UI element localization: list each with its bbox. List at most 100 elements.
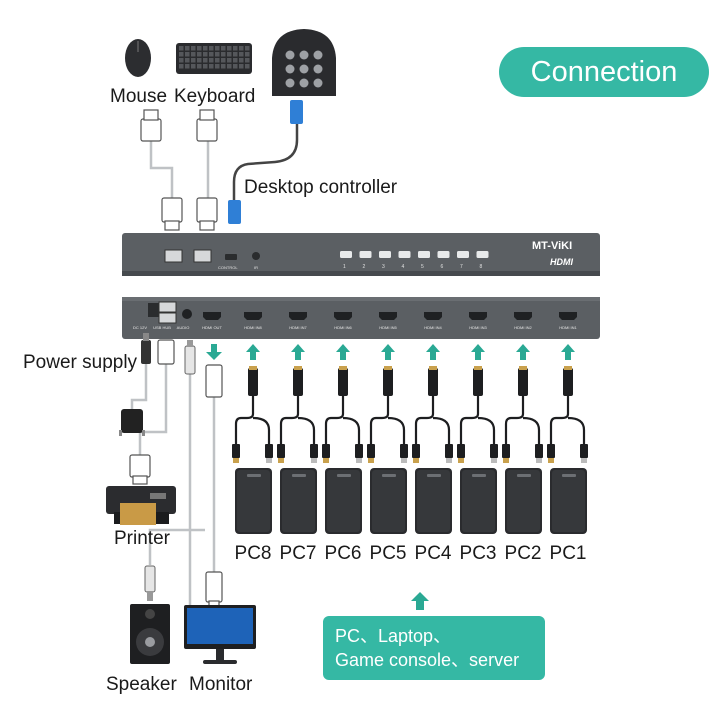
hdmi-plug-icon [563,368,573,396]
compatible-devices-box: PC、Laptop、 Game console、server ... [323,616,545,694]
hdmi-plug-icon [518,368,528,396]
pc-label-pc8: PC8 [234,543,272,564]
usb-plug-icon [140,109,218,231]
hdmi-port-icon [203,312,221,320]
devices-line-2: Game console、server ... [335,650,520,694]
hdmi-logo: HDMI [550,257,573,267]
usb-cables [149,140,210,200]
select-button-7 [457,251,469,258]
hdmi-plug-icon [383,368,393,396]
rear-port-label: AUDIO [176,325,190,330]
control-port-label: CONTROL [218,265,238,270]
select-button-5 [418,251,430,258]
pc-connection-pc6 [322,344,363,534]
pc-connection-pc8 [232,344,273,534]
select-button-4 [398,251,411,258]
rear-port-label: HDMI IN5 [379,325,397,330]
controller-label: Desktop controller [244,177,398,198]
hdmi-port-icon [379,312,397,320]
pc-label-pc2: PC2 [504,543,542,564]
controller-cable [232,108,299,205]
pc-label-pc3: PC3 [459,543,497,564]
up-arrow-icon [471,344,485,360]
up-arrow-icon [426,344,440,360]
kvm-front-panel [122,233,600,276]
hdmi-port-icon [334,312,352,320]
select-button-2 [359,251,372,258]
rear-port-label: HDMI IN7 [289,325,307,330]
up-arrow-icon [291,344,305,360]
select-button-number: 3 [382,264,385,270]
hdmi-port-icon [424,312,442,320]
select-button-number: 8 [479,264,483,270]
hdmi-plug-icon [248,368,258,396]
select-button-number: 7 [460,264,463,270]
printer-icon [106,486,176,525]
pc-connection-pc2 [502,344,543,534]
devices-line-1: PC、Laptop、 [335,626,452,646]
power-supply-label: Power supply [23,352,138,373]
hdmi-plug-icon [338,368,348,396]
mouse-icon [125,39,151,77]
pc-label-pc1: PC1 [549,543,587,564]
select-button-number: 5 [421,264,424,270]
mouse-label: Mouse [110,86,168,107]
rear-port-label: HDMI IN8 [244,325,262,330]
monitor-icon [184,605,256,664]
select-button-number: 6 [440,264,444,270]
speaker-icon [130,604,170,664]
ir-port-label: IR [254,265,258,270]
pc-label-pc7: PC7 [279,543,317,564]
select-button-number: 2 [362,264,366,270]
rear-port-label: USB HUB [153,325,171,330]
brand-logo: MT-ViKI [532,240,573,252]
select-button-number: 4 [401,264,405,270]
monitor-label: Monitor [189,674,253,695]
rear-port-label: DC 12V [132,325,147,330]
select-button-6 [437,251,450,258]
up-arrow-icon [411,592,429,610]
printer-label: Printer [114,528,170,549]
pc-label-pc6: PC6 [324,543,362,564]
up-arrow-icon [336,344,350,360]
pc-connection-pc5 [367,344,408,534]
pc-connection-pc1 [547,344,588,534]
pc-label-pc4: PC4 [414,543,452,564]
hdmi-port-icon [289,312,307,320]
rear-port-label: HDMI IN1 [559,325,577,330]
speaker-label: Speaker [106,674,177,695]
page-title: Connection [499,47,709,97]
hdmi-plug-icon [473,368,483,396]
up-arrow-icon [561,344,575,360]
hdmi-port-icon [469,312,487,320]
rear-port-label: HDMI IN6 [334,325,352,330]
rear-port-label: HDMI IN3 [469,325,487,330]
pc-connection-pc3 [457,344,498,534]
keyboard-label: Keyboard [174,86,256,107]
up-arrow-icon [246,344,260,360]
desktop-controller-icon [272,29,336,96]
hdmi-plug-icon [428,368,438,396]
hdmi-plug-icon [205,364,223,608]
pc-connection-pc4 [412,344,453,534]
up-arrow-icon [381,344,395,360]
up-arrow-icon [516,344,530,360]
blue-usb-plug-icon [228,100,303,224]
pc-label-pc5: PC5 [369,543,407,564]
hdmi-port-icon [244,312,262,320]
select-button-3 [379,251,391,258]
pc-connection-pc7 [277,344,318,534]
left-cables [130,345,216,615]
down-arrow-icon [206,344,222,360]
rear-port-label: HDMI IN2 [514,325,532,330]
power-plug-icon [141,333,151,364]
hdmi-plug-icon [293,368,303,396]
select-button-number: 1 [343,264,346,270]
select-button-8 [476,251,489,258]
kvm-rear-panel [122,297,600,339]
keyboard-icon [176,43,252,74]
power-adapter-icon [119,409,145,436]
rear-port-label: HDMI OUT [202,325,222,330]
